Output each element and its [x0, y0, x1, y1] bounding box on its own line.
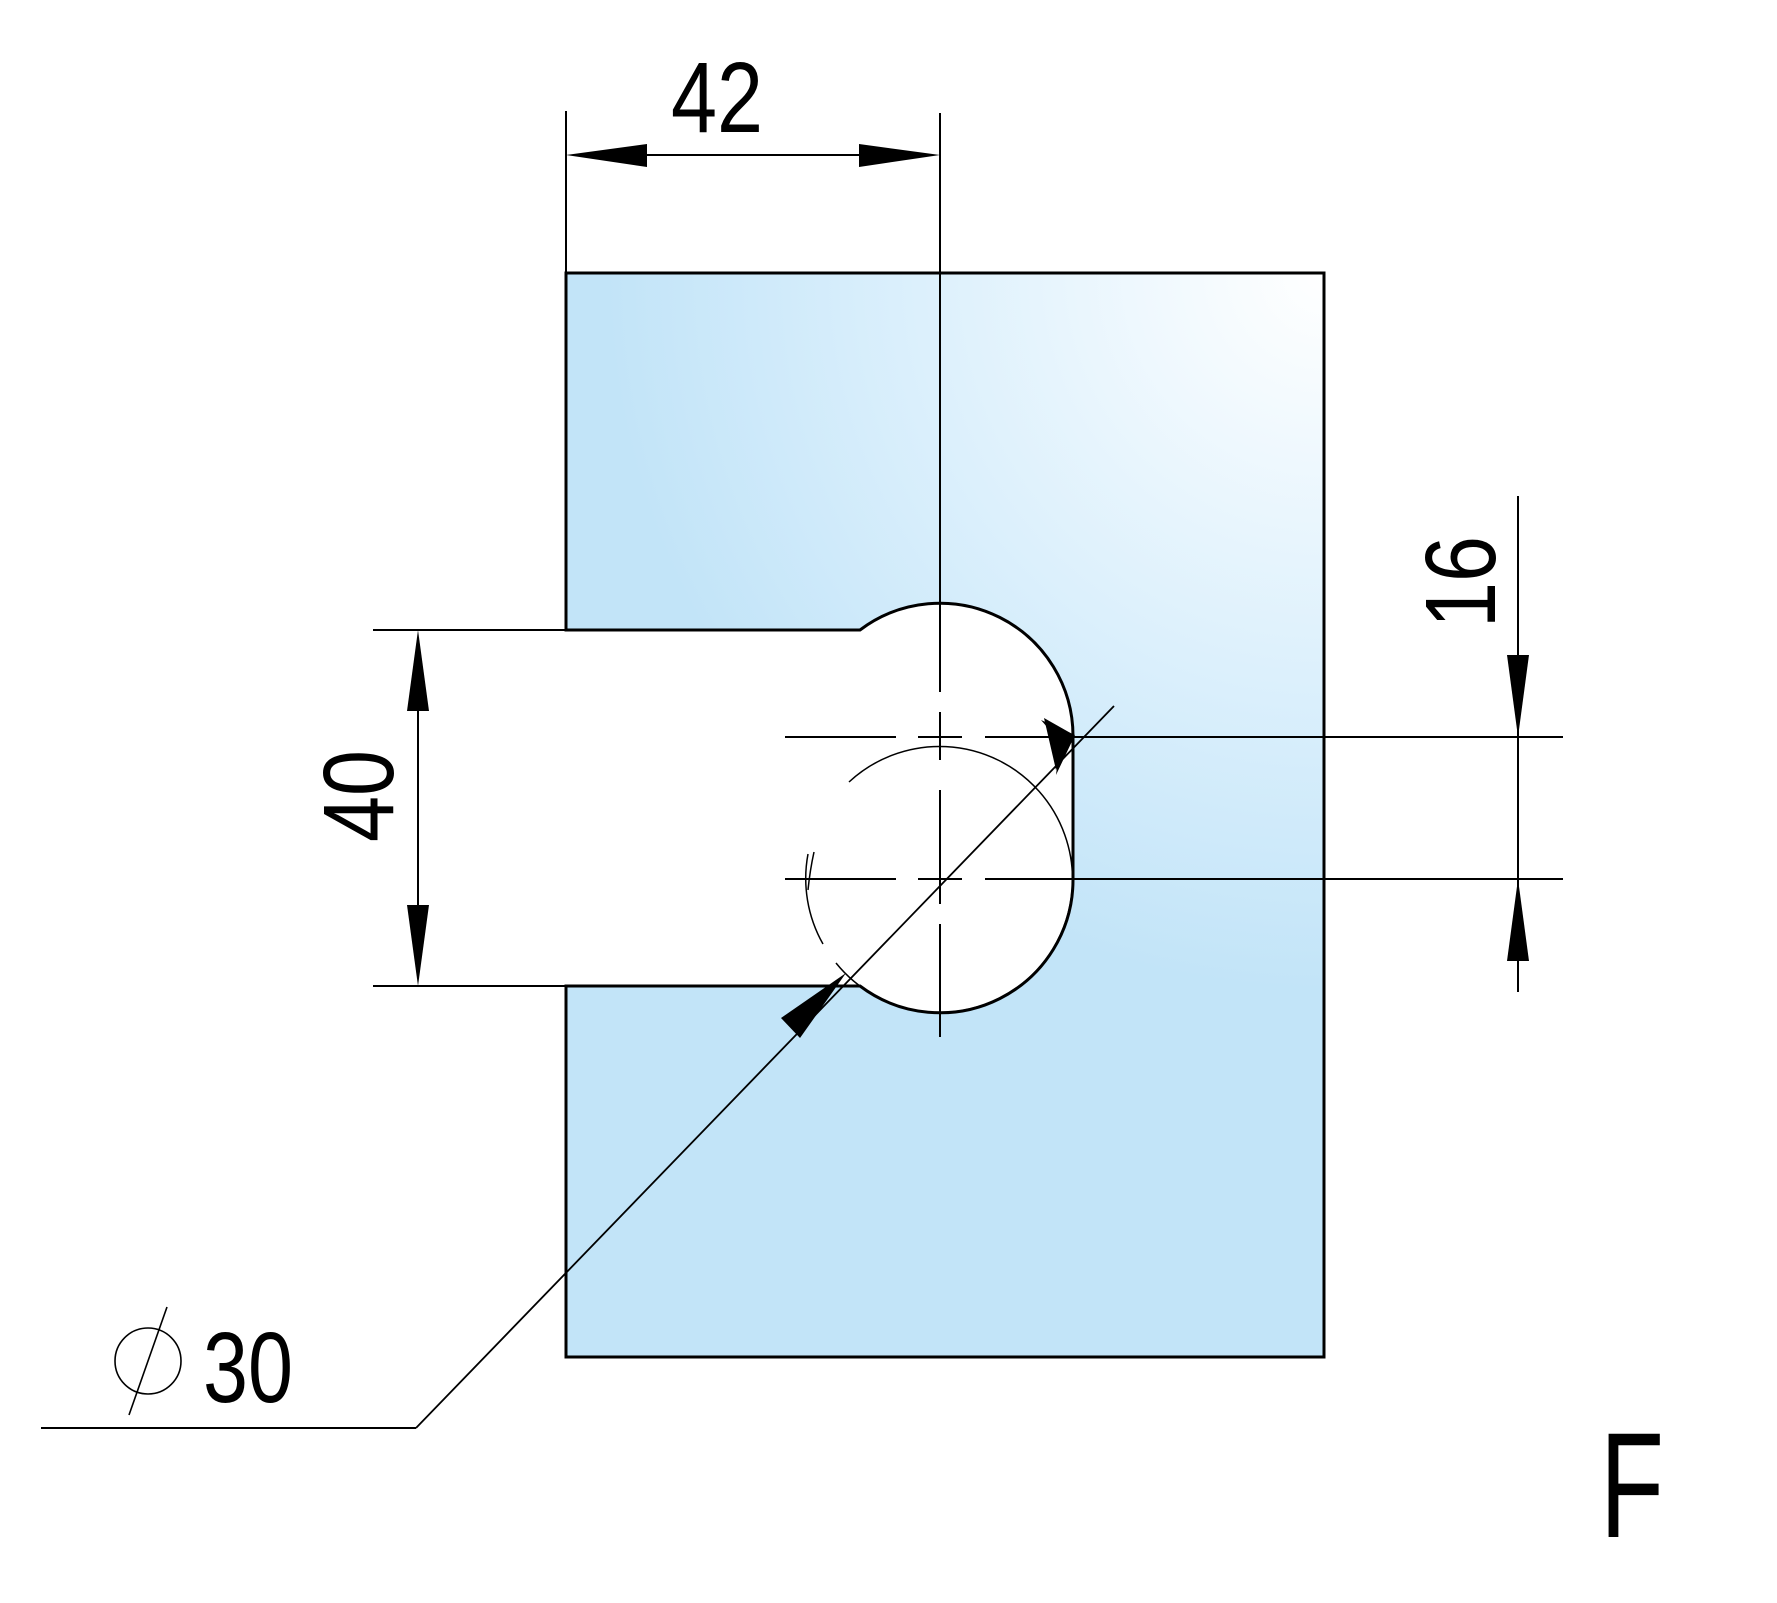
dimension-16 [1507, 496, 1529, 992]
dimension-42-label: 42 [671, 42, 763, 154]
diameter-symbol-icon [114, 1306, 182, 1416]
view-label: F [1600, 1401, 1664, 1569]
dimension-40 [373, 629, 566, 987]
hole-circle-fragment [807, 851, 815, 891]
dimension-40-label: 40 [303, 750, 415, 842]
dimension-30-label: 30 [203, 1312, 293, 1424]
dimension-diameter-30 [41, 705, 1115, 1429]
dimension-42 [565, 111, 940, 273]
glass-panel [564, 271, 1326, 1359]
dimension-16-label: 16 [1405, 536, 1517, 628]
centerlines [785, 113, 1563, 1037]
